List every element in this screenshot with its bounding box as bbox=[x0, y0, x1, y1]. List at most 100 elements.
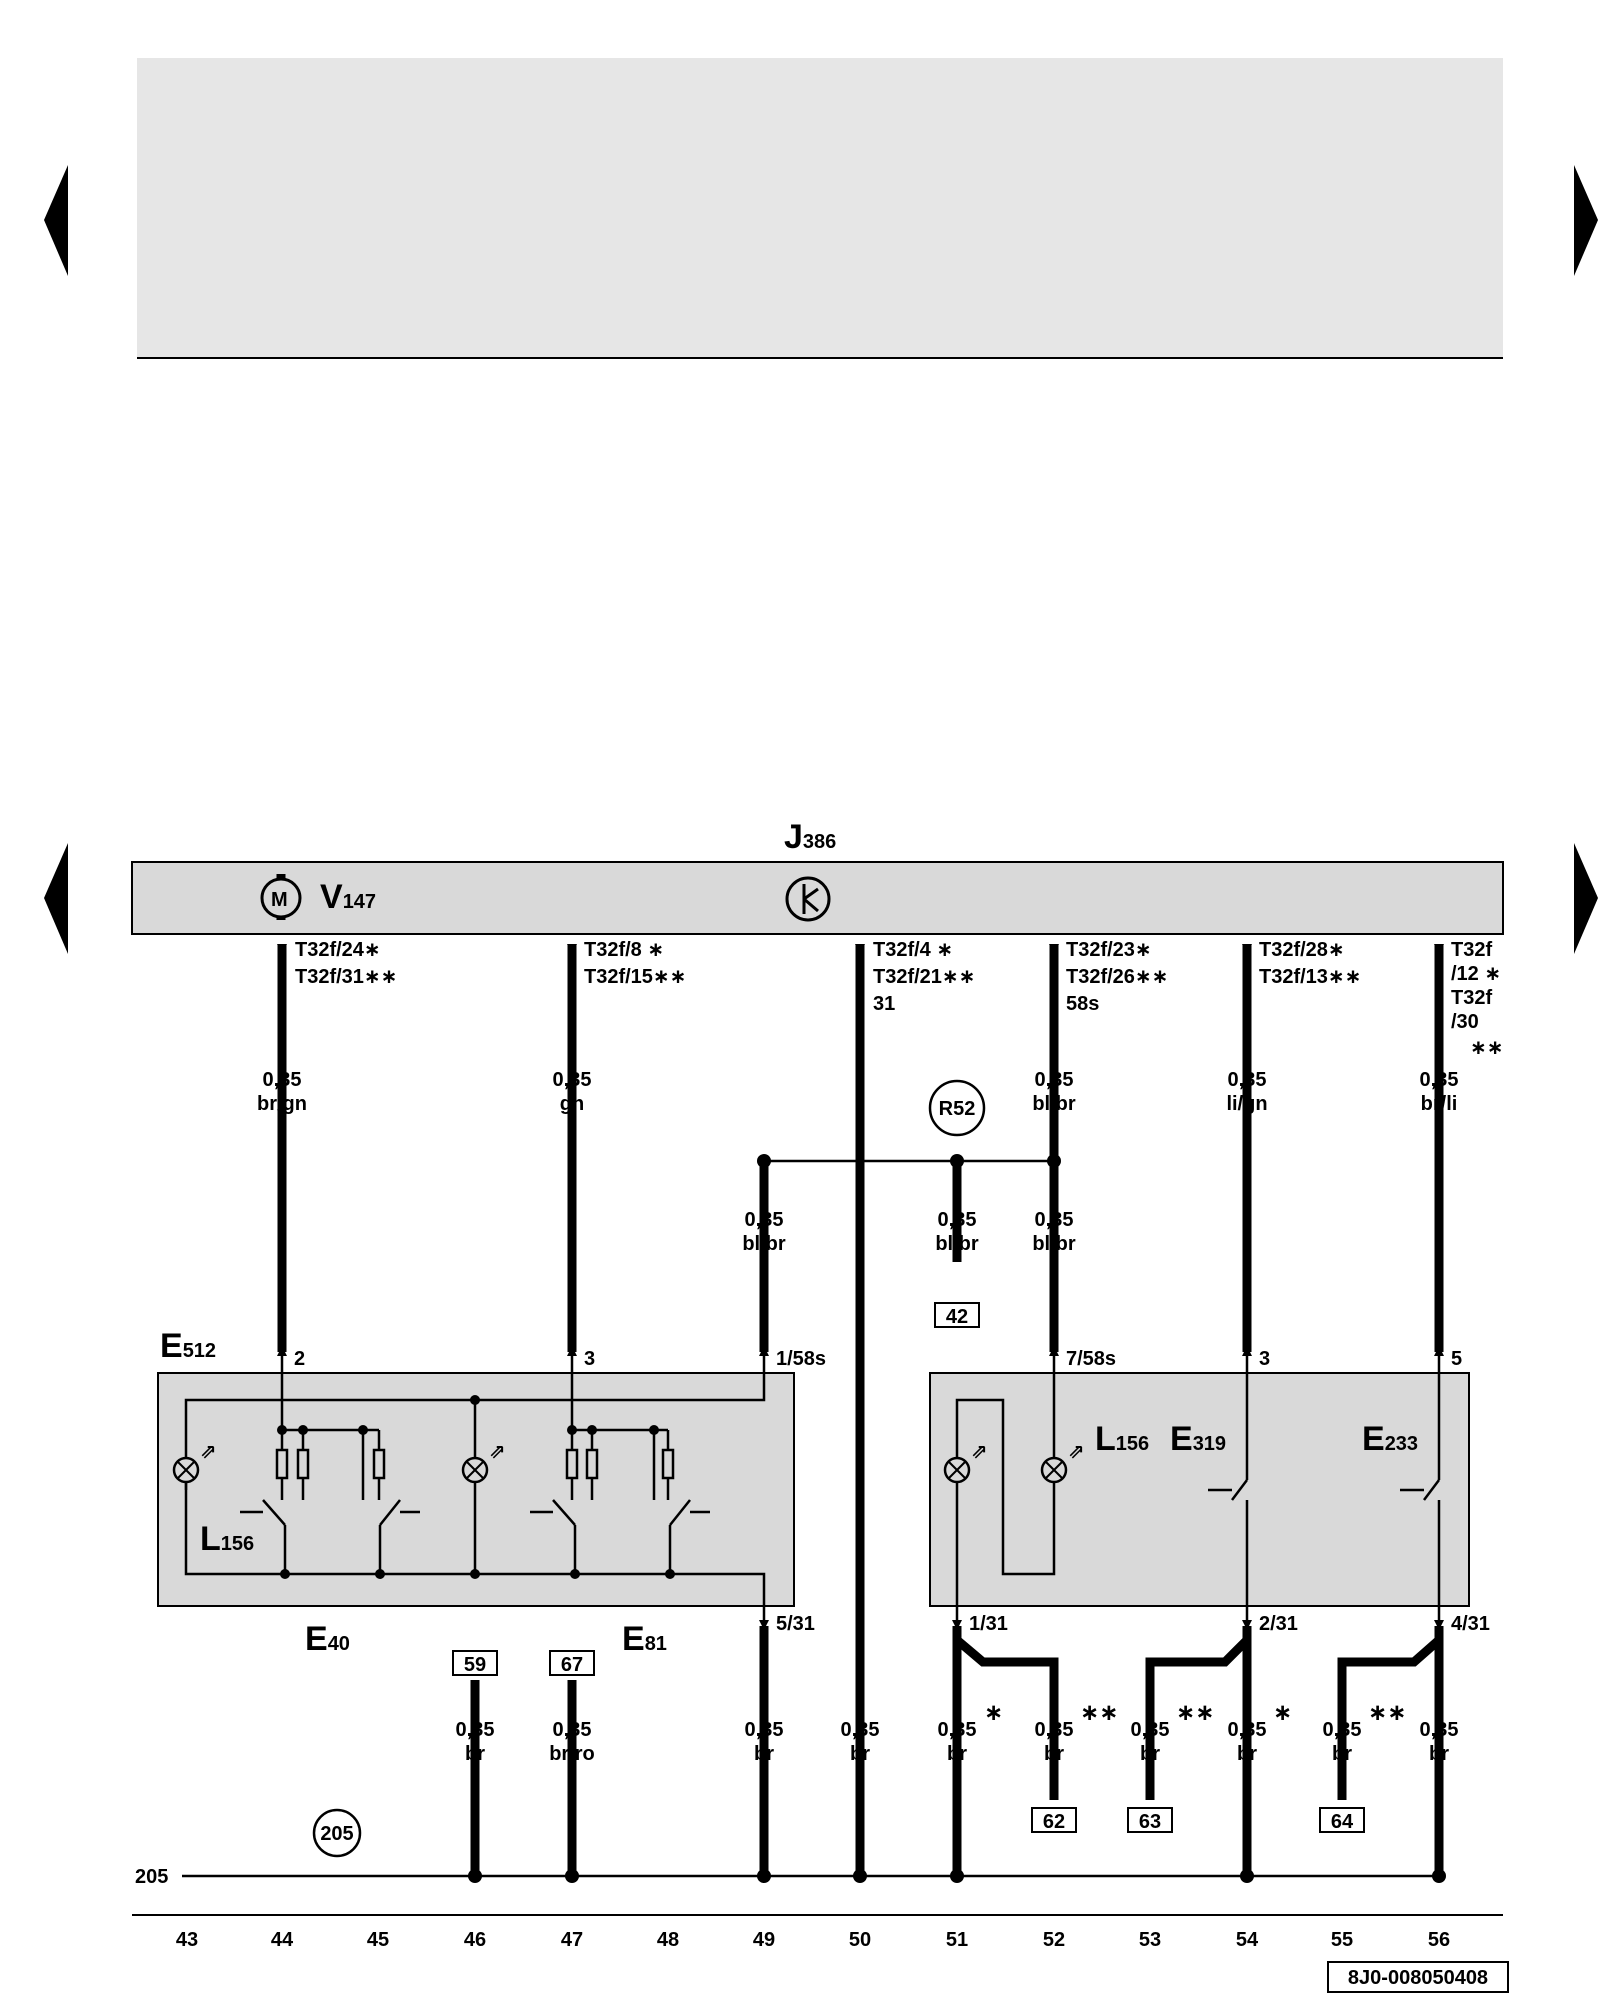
junction-dot bbox=[757, 1154, 771, 1168]
wire-55b-color: br bbox=[1332, 1743, 1352, 1765]
reference-box-67 bbox=[549, 1650, 595, 1676]
reference-box-62 bbox=[1031, 1807, 1077, 1833]
module-left-internals: ⇗ ⇗ bbox=[172, 1352, 766, 1626]
connector-54-line1: T32f/28∗ bbox=[1259, 939, 1345, 961]
connection-r52 bbox=[928, 1079, 986, 1137]
column-number: 49 bbox=[753, 1929, 775, 1951]
wire-56b-size: 0,35 bbox=[1420, 1719, 1459, 1741]
pin-e512-3: 3 bbox=[584, 1348, 595, 1370]
pin-e512-1-58s: 1/58s bbox=[776, 1348, 826, 1370]
component-e81-label: E81 bbox=[622, 1620, 667, 1658]
connector-50-line2: T32f/21∗∗ bbox=[873, 966, 975, 988]
wire-44-size: 0,35 bbox=[263, 1069, 302, 1091]
reference-64-label: 64 bbox=[1331, 1811, 1354, 1833]
pin-arrows-bottom bbox=[759, 1620, 1444, 1630]
pin-right-5: 5 bbox=[1451, 1348, 1462, 1370]
ground-junctions bbox=[468, 1869, 1446, 1883]
connector-44-line1: T32f/24∗ bbox=[295, 939, 381, 961]
wire-50b-size: 0,35 bbox=[841, 1719, 880, 1741]
header-panel bbox=[137, 58, 1503, 358]
column-number: 43 bbox=[176, 1929, 198, 1951]
column-number: 51 bbox=[946, 1929, 968, 1951]
wire-55-lower bbox=[1337, 1636, 1442, 1800]
wire-53-lower bbox=[1145, 1636, 1251, 1800]
reference-box-42 bbox=[934, 1302, 980, 1328]
reference-62-label: 62 bbox=[1043, 1811, 1065, 1833]
prev-page-arrow-icon[interactable] bbox=[44, 165, 68, 276]
component-l156-left-label: L156 bbox=[200, 1520, 254, 1558]
ground-connection-205 bbox=[312, 1808, 362, 1858]
wire-46-color: br bbox=[465, 1743, 485, 1765]
junction-dot bbox=[1047, 1154, 1061, 1168]
next-page-arrow-icon[interactable] bbox=[1574, 165, 1598, 276]
reference-59-label: 59 bbox=[464, 1654, 486, 1676]
column-number: 44 bbox=[271, 1929, 294, 1951]
prev-page-arrow-icon-lower[interactable] bbox=[44, 843, 68, 954]
wire-52b-size: 0,35 bbox=[1035, 1719, 1074, 1741]
document-number: 8J0-008050408 bbox=[1348, 1967, 1488, 1989]
wire-51m-size: 0,35 bbox=[938, 1209, 977, 1231]
wire-54-size: 0,35 bbox=[1228, 1069, 1267, 1091]
column-number: 45 bbox=[367, 1929, 389, 1951]
wire-54-color: li/gn bbox=[1226, 1093, 1267, 1115]
connection-r52-label: R52 bbox=[939, 1098, 976, 1120]
column-number: 56 bbox=[1428, 1929, 1450, 1951]
reference-box-63 bbox=[1127, 1807, 1173, 1833]
ground-connection-205-label: 205 bbox=[320, 1823, 353, 1845]
connector-52-line1: T32f/23∗ bbox=[1066, 939, 1152, 961]
control-unit-label: J386 bbox=[784, 818, 836, 856]
column-number: 46 bbox=[464, 1929, 486, 1951]
pin-e512-5-31: 5/31 bbox=[776, 1613, 815, 1635]
variant-marker-53: ∗∗ bbox=[1176, 1699, 1215, 1725]
connector-44-line2: T32f/31∗∗ bbox=[295, 966, 397, 988]
component-e233-label: E233 bbox=[1362, 1420, 1418, 1458]
svg-text:⇗: ⇗ bbox=[489, 1441, 506, 1463]
variant-marker-52: ∗∗ bbox=[1080, 1699, 1119, 1725]
module-right-internals: ⇗ ⇗ bbox=[943, 1352, 1441, 1626]
column-numbers: 43 44 45 46 47 48 49 50 51 52 53 54 55 5… bbox=[176, 1929, 1450, 1951]
connector-52-line3: 58s bbox=[1066, 993, 1099, 1015]
wire-54b-size: 0,35 bbox=[1228, 1719, 1267, 1741]
wire-56-color: br/li bbox=[1421, 1093, 1458, 1115]
reference-box-59 bbox=[452, 1650, 498, 1676]
wire-53b-size: 0,35 bbox=[1131, 1719, 1170, 1741]
pin-right-2-31: 2/31 bbox=[1259, 1613, 1298, 1635]
motor-symbol: M bbox=[271, 889, 288, 911]
wire-51b-color: br bbox=[947, 1743, 967, 1765]
column-number: 48 bbox=[657, 1929, 679, 1951]
pin-right-4-31: 4/31 bbox=[1451, 1613, 1490, 1635]
wire-52b-color: br bbox=[1044, 1743, 1064, 1765]
wire-52-size: 0,35 bbox=[1035, 1069, 1074, 1091]
next-page-arrow-icon-lower[interactable] bbox=[1574, 843, 1598, 954]
wire-49m-size: 0,35 bbox=[745, 1209, 784, 1231]
component-e512-label: E512 bbox=[160, 1327, 216, 1365]
pin-right-1-31: 1/31 bbox=[969, 1613, 1008, 1635]
connector-56-line2: /12 ∗ bbox=[1451, 963, 1501, 985]
variant-marker-55: ∗∗ bbox=[1368, 1699, 1407, 1725]
wire-52m-size: 0,35 bbox=[1035, 1209, 1074, 1231]
column-number: 54 bbox=[1236, 1929, 1259, 1951]
wire-53b-color: br bbox=[1140, 1743, 1160, 1765]
connector-50-line3: 31 bbox=[873, 993, 895, 1015]
column-number: 47 bbox=[561, 1929, 583, 1951]
wire-49m-color: bl/br bbox=[742, 1233, 786, 1255]
component-e40-label: E40 bbox=[305, 1620, 350, 1658]
connector-54-line2: T32f/13∗∗ bbox=[1259, 966, 1361, 988]
wire-52-color: bl/br bbox=[1032, 1093, 1076, 1115]
reference-42-label: 42 bbox=[946, 1306, 968, 1328]
wire-50b-color: br bbox=[850, 1743, 870, 1765]
svg-text:⇗: ⇗ bbox=[200, 1441, 217, 1463]
connector-50-line1: T32f/4 ∗ bbox=[873, 939, 953, 961]
wire-54b-color: br bbox=[1237, 1743, 1257, 1765]
reference-box-64 bbox=[1319, 1807, 1365, 1833]
wire-51m-color: bl/br bbox=[935, 1233, 979, 1255]
reference-67-label: 67 bbox=[561, 1654, 583, 1676]
connector-52-line2: T32f/26∗∗ bbox=[1066, 966, 1168, 988]
pin-e512-2: 2 bbox=[294, 1348, 305, 1370]
wire-49b-size: 0,35 bbox=[745, 1719, 784, 1741]
wire-47-color: gn bbox=[560, 1093, 584, 1115]
pin-right-3: 3 bbox=[1259, 1348, 1270, 1370]
document-number-box bbox=[1327, 1961, 1509, 1993]
control-unit-j386 bbox=[131, 861, 1504, 935]
